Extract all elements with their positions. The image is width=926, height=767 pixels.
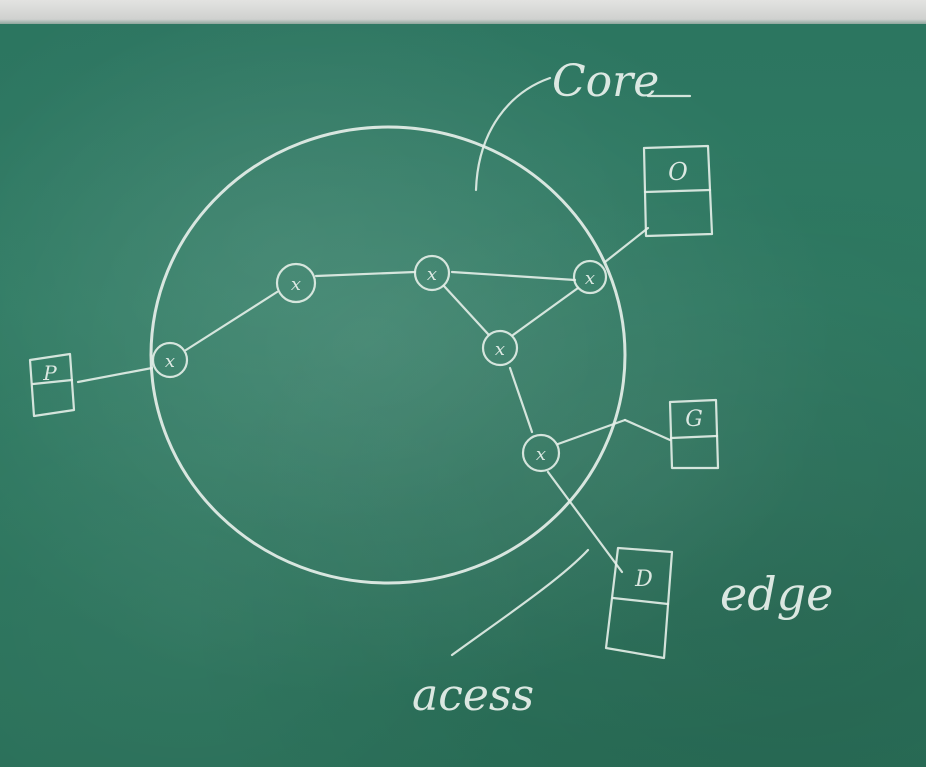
- link: [184, 290, 279, 352]
- router-node: x: [481, 329, 519, 367]
- link: [546, 470, 624, 574]
- core-pointer: [474, 76, 552, 192]
- host-bottom-right: D: [604, 546, 674, 660]
- svg-text:O: O: [668, 158, 688, 186]
- svg-text:x: x: [495, 339, 505, 360]
- host-mid-right: G: [668, 398, 720, 470]
- link: [508, 366, 534, 434]
- link: [450, 270, 577, 282]
- svg-text:x: x: [536, 444, 546, 465]
- svg-text:x: x: [165, 351, 175, 372]
- core-label: Core: [552, 56, 659, 107]
- link: [442, 284, 490, 336]
- link: [603, 226, 650, 264]
- svg-text:x: x: [427, 264, 437, 285]
- router-node: x: [521, 433, 561, 473]
- board-frame: [0, 0, 926, 24]
- router-node: x: [572, 259, 608, 295]
- link: [314, 270, 417, 278]
- link: [76, 366, 154, 384]
- link: [511, 286, 580, 337]
- host-left: P: [28, 352, 76, 418]
- router-node: x: [275, 262, 317, 304]
- svg-text:x: x: [585, 268, 595, 289]
- svg-text:x: x: [291, 274, 301, 295]
- core-circle: [149, 125, 627, 585]
- access-pointer: [450, 548, 590, 657]
- host-top-right: O: [642, 144, 714, 238]
- router-node: x: [151, 341, 189, 379]
- links: [76, 226, 672, 574]
- svg-text:D: D: [634, 567, 653, 592]
- edge-label: edge: [720, 567, 833, 621]
- svg-text:G: G: [685, 407, 703, 432]
- router-node: x: [413, 254, 451, 292]
- svg-text:P: P: [42, 361, 57, 385]
- link: [623, 418, 672, 442]
- link: [556, 418, 627, 446]
- access-label: acess: [412, 670, 534, 721]
